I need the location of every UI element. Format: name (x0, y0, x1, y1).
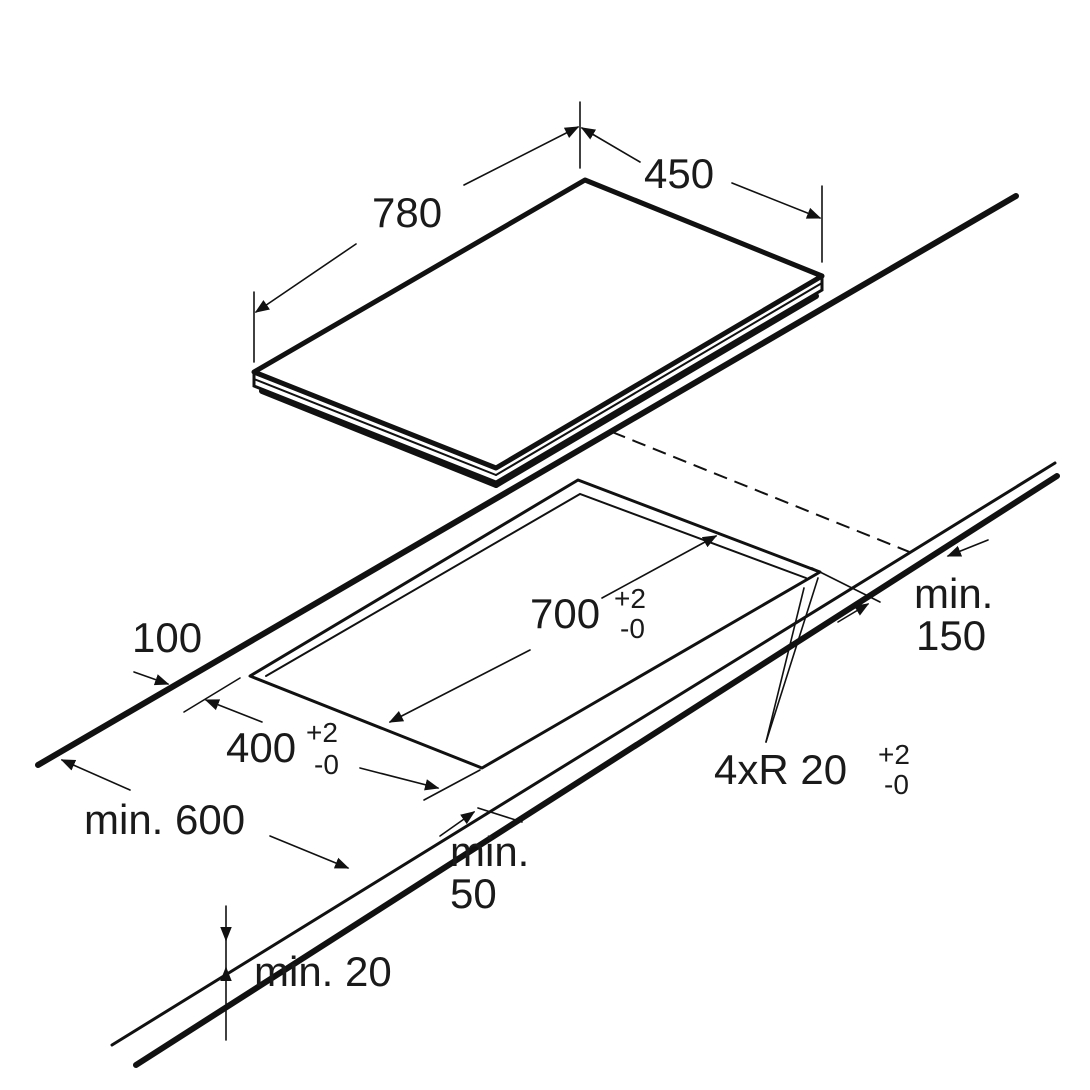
hob-width-label: 450 (644, 150, 714, 197)
worktop-back-edge (35, 193, 1019, 768)
dimension-arrow (269, 835, 350, 869)
cutout-width-tol-plus: +2 (306, 717, 338, 748)
extension-line (477, 807, 523, 823)
dimension-arrow (359, 767, 440, 791)
dimension-arrow (946, 539, 989, 557)
extension-line (811, 567, 881, 603)
extension-line (183, 677, 241, 713)
front-clearance-line1: min. (450, 828, 529, 875)
hob-side-layer (253, 378, 497, 476)
dimension-arrow (601, 535, 718, 599)
worktop (35, 193, 1060, 1068)
dim-700: 700 +2 -0 (388, 535, 718, 723)
hob (251, 177, 825, 488)
hob-side-layer (259, 388, 499, 488)
cutout-width-tol-minus: -0 (314, 749, 339, 780)
dim-radius: 4xR 20 +2 -0 (714, 577, 910, 800)
dimension-arrow (254, 243, 357, 313)
dimension-arrow (60, 759, 131, 791)
dimension-arrow (837, 603, 870, 623)
cutout-length-tol-plus: +2 (614, 583, 646, 614)
hob-length-label: 780 (372, 189, 442, 236)
dim-600: min. 600 (60, 759, 350, 869)
cutout-width-value: 400 (226, 724, 296, 771)
worktop-front-edge-top (110, 461, 1057, 1047)
worktop-depth-label: min. 600 (84, 796, 245, 843)
corner-radius-tol-plus: +2 (878, 739, 910, 770)
dim-100: 100 (132, 614, 202, 686)
cutout-length-value: 700 (530, 590, 600, 637)
dim-50: min. 50 (439, 807, 529, 917)
corner-radius-value: 4xR 20 (714, 746, 847, 793)
radius-leader (765, 587, 805, 743)
dim-150: min. 150 (811, 539, 993, 659)
hob-side-layer (495, 282, 823, 476)
dimension-arrow (580, 127, 641, 163)
extension-line (423, 769, 481, 801)
corner-radius-tol-minus: -0 (884, 769, 909, 800)
back-clearance-label: 100 (132, 614, 202, 661)
side-clearance-line1: min. (914, 570, 993, 617)
cutout-inner-edge (265, 492, 807, 677)
hob-side-layer (493, 293, 819, 488)
projection-dashed-line (611, 431, 913, 554)
worktop-thickness-label: min. 20 (254, 948, 392, 995)
radius-leader (765, 577, 819, 743)
dimension-arrow (463, 126, 580, 186)
dimension-arrow (133, 671, 170, 686)
front-clearance-line2: 50 (450, 870, 497, 917)
dimension-arrow (388, 649, 531, 723)
dimension-arrow (731, 182, 822, 219)
dim-20: min. 20 (220, 905, 392, 1041)
dimension-arrow (439, 811, 476, 837)
dim-450: 450 (580, 127, 823, 263)
cutout-length-tol-minus: -0 (620, 613, 645, 644)
dim-400: 400 +2 -0 (183, 677, 481, 801)
dimension-arrow (204, 699, 263, 723)
worktop-front-edge-bottom (133, 473, 1060, 1068)
side-clearance-line2: 150 (916, 612, 986, 659)
dim-780: 780 (253, 101, 581, 363)
